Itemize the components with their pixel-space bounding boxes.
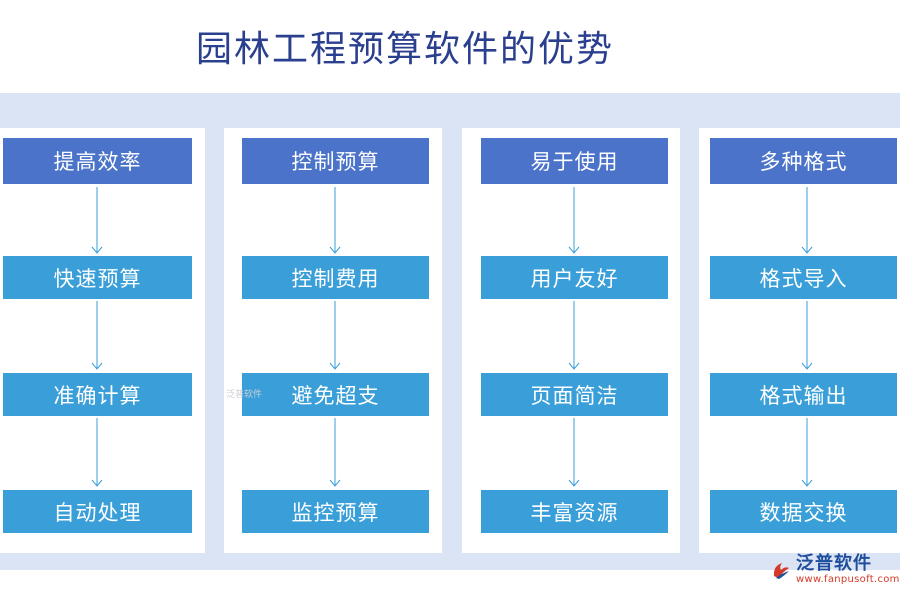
column-panel-1	[0, 128, 205, 553]
page-title: 园林工程预算软件的优势	[196, 29, 615, 70]
column-3-item-2-box: 页面简洁	[481, 373, 668, 416]
column-2-item-3-box: 监控预算	[242, 490, 429, 533]
watermark: 泛普软件	[226, 387, 262, 400]
column-1-item-1-box: 快速预算	[3, 256, 192, 299]
brand-logo-name: 泛普软件	[796, 553, 872, 574]
column-4-head-box: 多种格式	[710, 138, 897, 184]
arrow-icon	[801, 187, 813, 255]
arrow-icon	[568, 187, 580, 255]
column-4-item-1-box: 格式导入	[710, 256, 897, 299]
column-3-item-3-box: 丰富资源	[481, 490, 668, 533]
arrow-icon	[801, 301, 813, 371]
brand-logo-icon	[773, 563, 789, 579]
column-3-item-1-box: 用户友好	[481, 256, 668, 299]
arrow-icon	[329, 301, 341, 371]
column-4-item-2-box: 格式输出	[710, 373, 897, 416]
arrow-icon	[329, 418, 341, 488]
column-1-item-3-box: 自动处理	[3, 490, 192, 533]
arrow-icon	[568, 301, 580, 371]
brand-logo: 泛普软件 www.fanpusoft.com	[770, 555, 900, 585]
brand-logo-url: www.fanpusoft.com	[796, 574, 900, 585]
column-4-item-3-box: 数据交换	[710, 490, 897, 533]
arrow-icon	[91, 418, 103, 488]
column-panel-2	[224, 128, 442, 553]
column-2-item-1-box: 控制费用	[242, 256, 429, 299]
arrow-icon	[91, 187, 103, 255]
column-1-item-2-box: 准确计算	[3, 373, 192, 416]
column-3-head-box: 易于使用	[481, 138, 668, 184]
column-1-head-box: 提高效率	[3, 138, 192, 184]
watermark-text: 泛普软件	[226, 390, 263, 400]
column-2-head-box: 控制预算	[242, 138, 429, 184]
arrow-icon	[568, 418, 580, 488]
column-panel-4	[699, 128, 900, 553]
arrow-icon	[91, 301, 103, 371]
arrow-icon	[329, 187, 341, 255]
arrow-icon	[801, 418, 813, 488]
column-2-item-2-box: 避免超支	[242, 373, 429, 416]
